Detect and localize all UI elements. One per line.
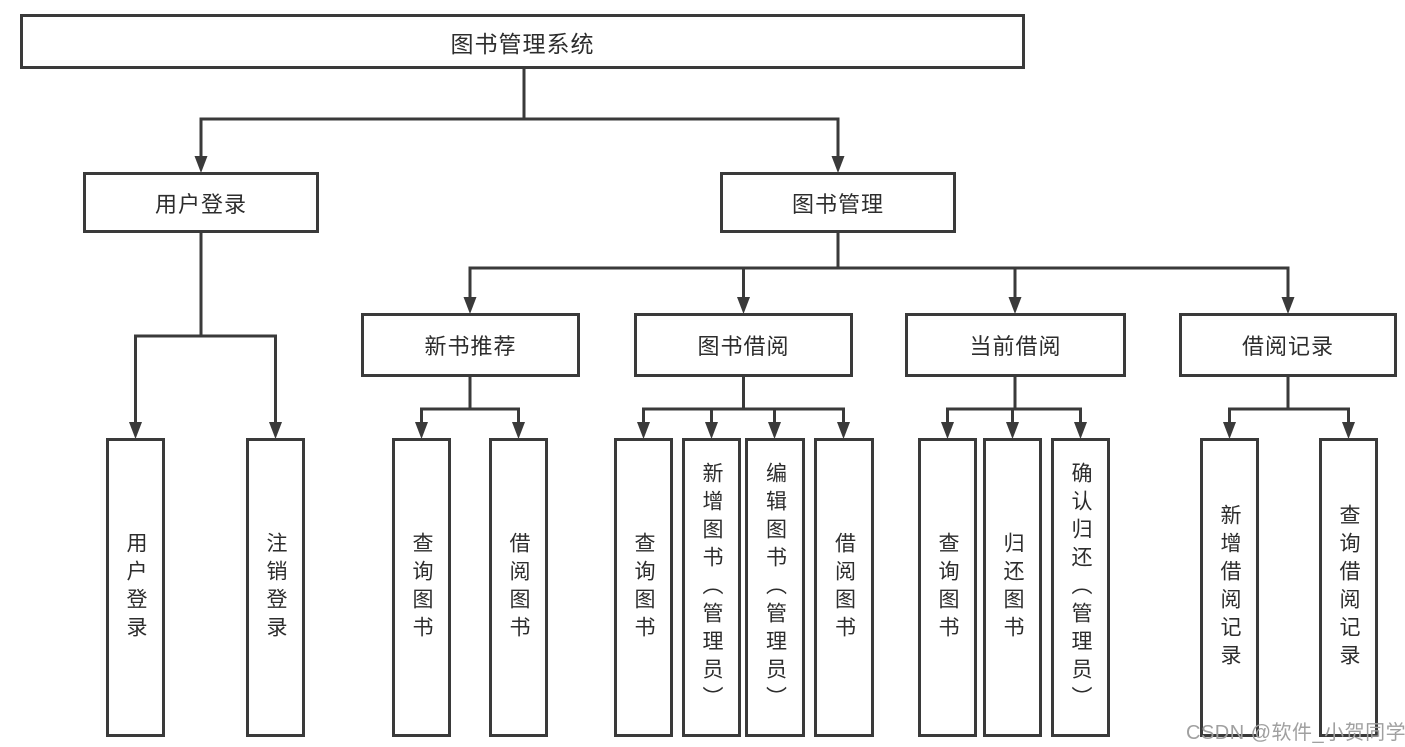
leaf-borrowing-query-books: 查询图书 xyxy=(614,438,673,737)
node-label: 归还图书 xyxy=(1001,531,1024,644)
node-label: 图书管理 xyxy=(791,191,884,217)
node-label: 借阅图书 xyxy=(832,531,856,644)
node-label: 当前借阅 xyxy=(969,334,1062,359)
node-user-login: 用户登录 xyxy=(83,172,319,233)
node-label: 注销登录 xyxy=(264,531,287,644)
node-label: 编辑图书（管理员） xyxy=(763,461,787,714)
leaf-borrowing-add-books-admin: 新增图书（管理员） xyxy=(682,438,741,737)
leaf-current-return-books: 归还图书 xyxy=(983,438,1042,737)
node-book-borrowing: 图书借阅 xyxy=(634,313,853,377)
leaf-recommend-borrow-books: 借阅图书 xyxy=(489,438,548,737)
node-borrowing-records: 借阅记录 xyxy=(1179,313,1397,377)
leaf-logout: 注销登录 xyxy=(246,438,305,737)
node-library-management-system: 图书管理系统 xyxy=(20,14,1025,69)
csdn-watermark: CSDN @软件_小贺同学 xyxy=(1186,722,1405,744)
leaf-current-confirm-return-admin: 确认归还（管理员） xyxy=(1051,438,1110,737)
leaf-user-login: 用户登录 xyxy=(106,438,165,737)
node-label: 图书管理系统 xyxy=(450,30,595,57)
node-current-borrowing: 当前借阅 xyxy=(905,313,1126,377)
node-label: 图书借阅 xyxy=(697,334,790,359)
node-label: 借阅图书 xyxy=(507,531,530,644)
node-label: 查询借阅记录 xyxy=(1337,503,1360,672)
leaf-records-add-borrow-record: 新增借阅记录 xyxy=(1200,438,1259,737)
node-label: 用户登录 xyxy=(124,531,147,644)
leaf-recommend-query-books: 查询图书 xyxy=(392,438,451,737)
leaf-records-query-borrow-record: 查询借阅记录 xyxy=(1319,438,1378,737)
node-new-book-recommendation: 新书推荐 xyxy=(361,313,580,377)
leaf-borrowing-borrow-books: 借阅图书 xyxy=(814,438,874,737)
node-label: 借阅记录 xyxy=(1241,334,1334,359)
node-label: 新增图书（管理员） xyxy=(700,461,723,714)
node-label: 查询图书 xyxy=(632,531,655,644)
node-label: 新增借阅记录 xyxy=(1218,503,1241,672)
node-label: 确认归还（管理员） xyxy=(1069,461,1092,714)
leaf-current-query-books: 查询图书 xyxy=(918,438,977,737)
node-label: 查询图书 xyxy=(410,531,433,644)
node-label: 新书推荐 xyxy=(424,334,517,359)
node-label: 查询图书 xyxy=(936,531,959,644)
leaf-borrowing-edit-books-admin: 编辑图书（管理员） xyxy=(745,438,805,737)
node-book-management: 图书管理 xyxy=(720,172,956,233)
node-label: 用户登录 xyxy=(154,191,247,217)
